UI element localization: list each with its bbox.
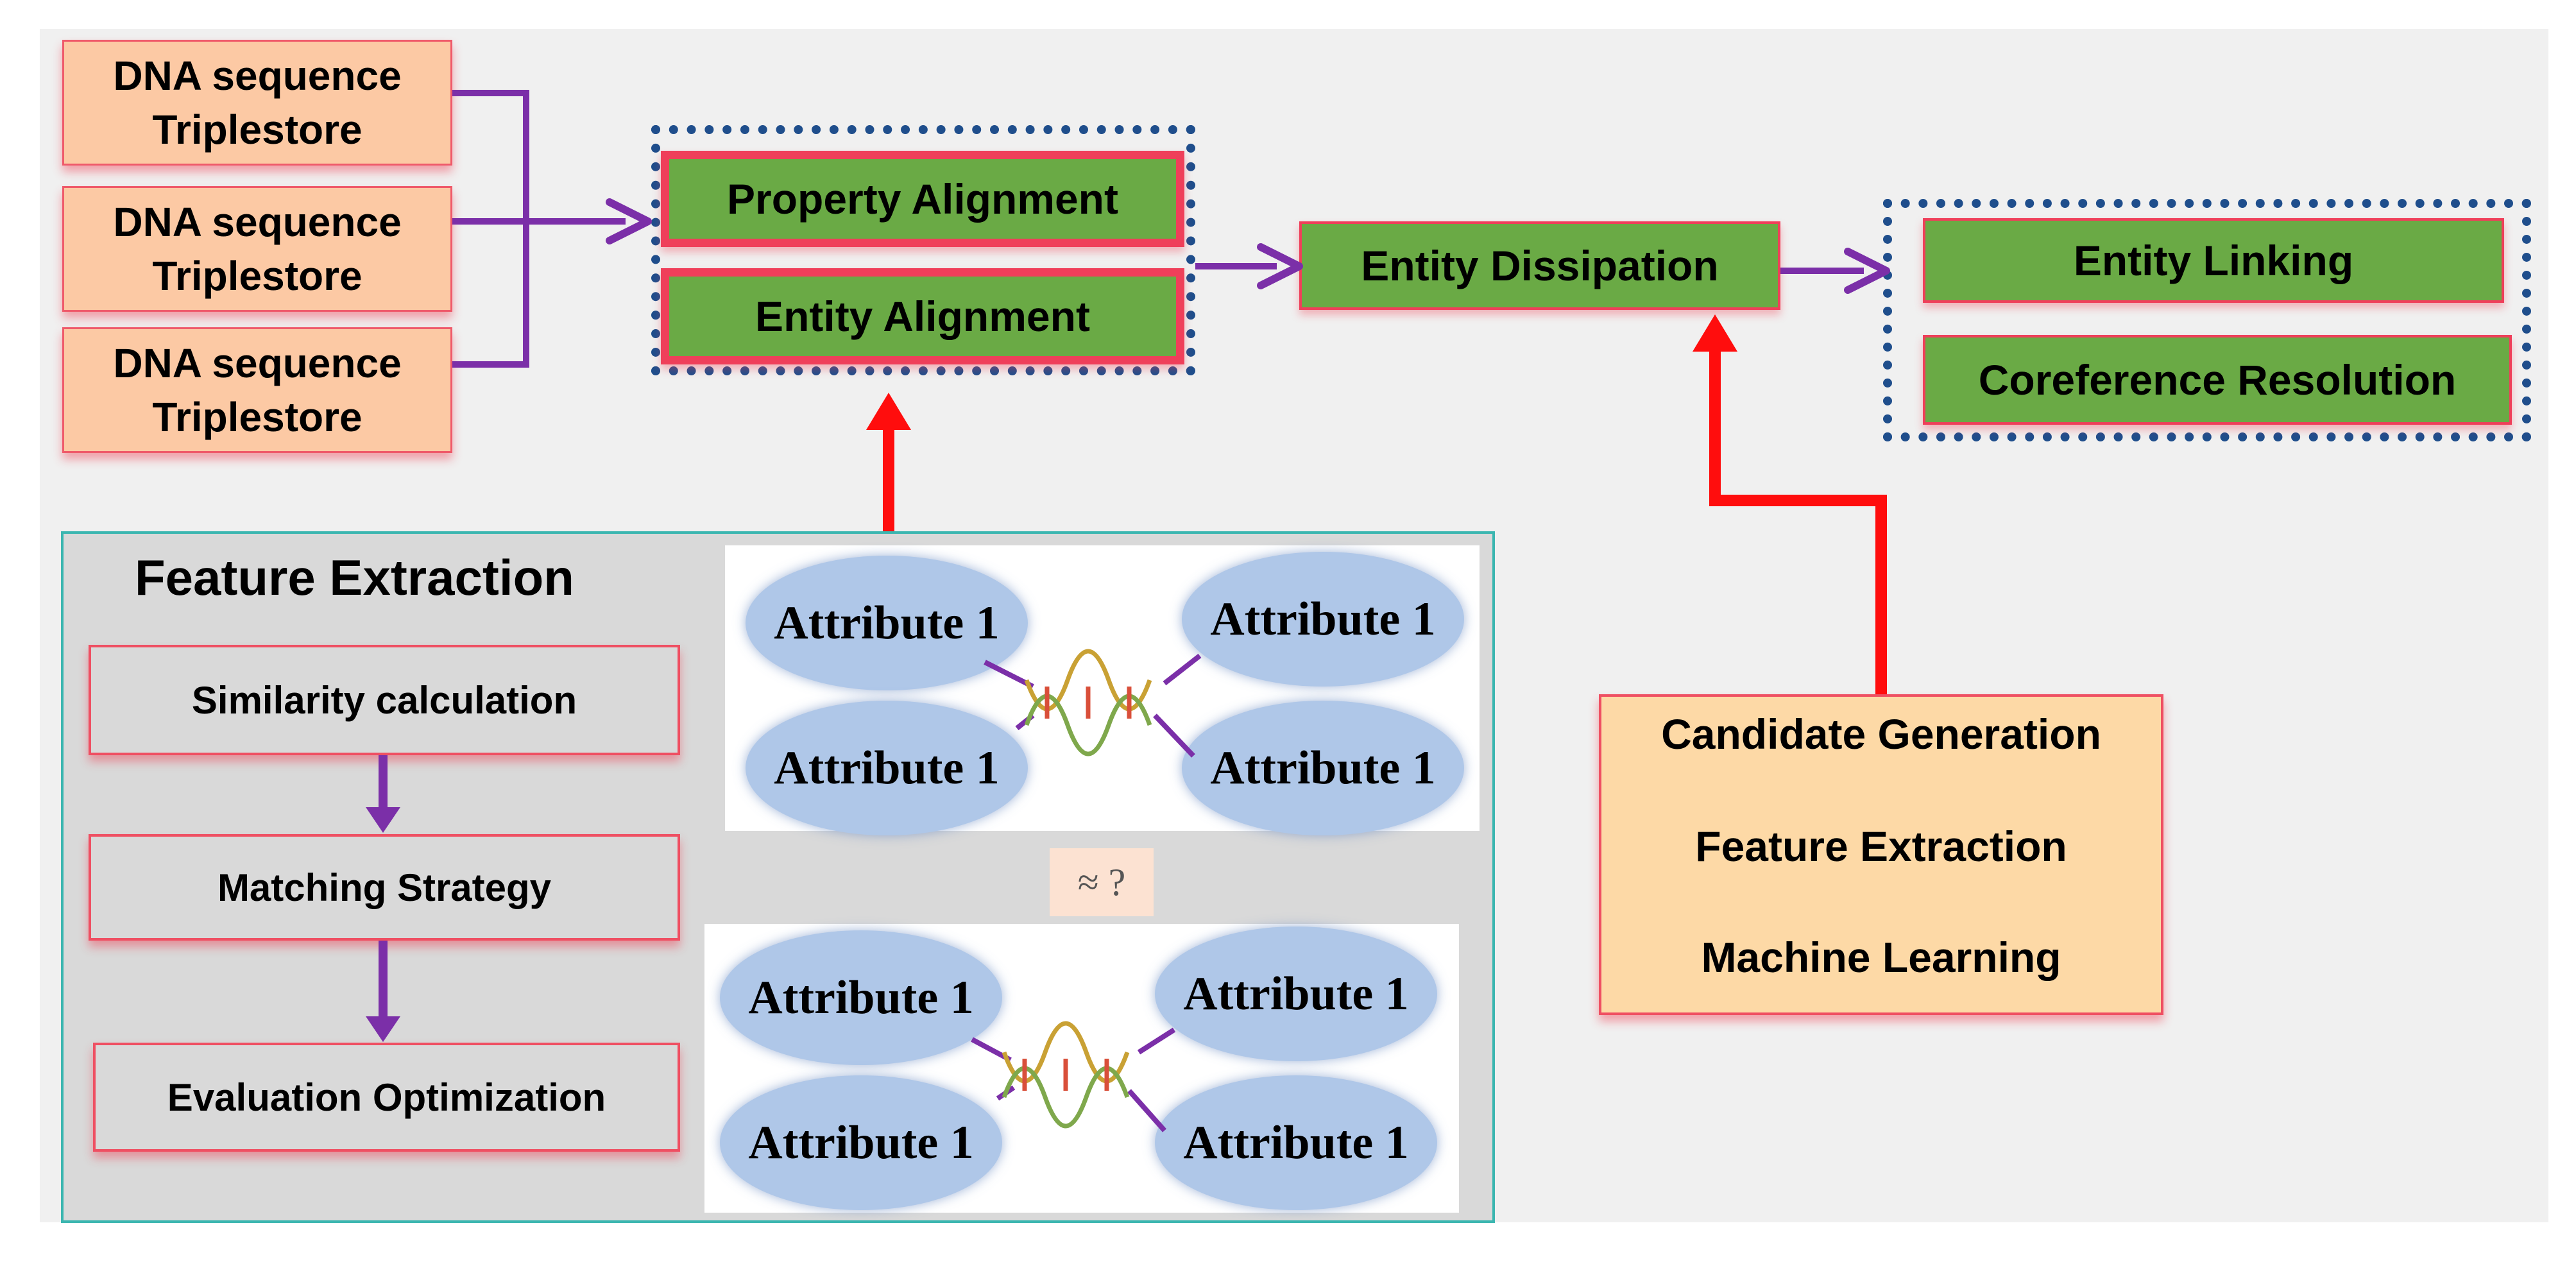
- source-bracket: [452, 90, 529, 368]
- step-similarity-calculation: Similarity calculation: [89, 645, 680, 755]
- entity-dissipation-label: Entity Dissipation: [1361, 242, 1719, 289]
- entity-alignment-label: Entity Alignment: [755, 293, 1090, 340]
- attribute-node-bottom-left-1: Attribute 1: [720, 930, 1002, 1065]
- step-arrow-2: [366, 941, 400, 1042]
- attribute-node-top-left-2: Attribute 1: [746, 701, 1028, 835]
- bottom-graph-links: [971, 1027, 1176, 1132]
- property-alignment-box: Property Alignment: [661, 151, 1184, 247]
- entity-linking-box: Entity Linking: [1923, 218, 2504, 303]
- feature-extraction-title: Feature Extraction: [135, 549, 574, 606]
- candidate-to-dissipation-arrow: [1693, 314, 1887, 694]
- coreference-resolution-box: Coreference Resolution: [1923, 335, 2512, 425]
- source-1-line1: DNA sequence: [113, 53, 402, 99]
- step-evaluation-optimization: Evaluation Optimization: [93, 1043, 680, 1152]
- coreference-resolution-label: Coreference Resolution: [1978, 356, 2457, 404]
- alignment-to-dissipation-arrow: [1195, 243, 1303, 289]
- property-alignment-label: Property Alignment: [727, 175, 1118, 223]
- candidate-line-1: Candidate Generation: [1661, 710, 2101, 758]
- attribute-node-top-right-2: Attribute 1: [1182, 701, 1464, 835]
- entity-alignment-box: Entity Alignment: [661, 268, 1184, 364]
- step-matching-label: Matching Strategy: [217, 866, 552, 909]
- attribute-node-bottom-right-2: Attribute 1: [1155, 1075, 1437, 1210]
- source-box-3: DNA sequence Triplestore: [62, 327, 452, 453]
- source-3-line1: DNA sequence: [113, 340, 402, 386]
- alignment-group: [651, 125, 1195, 375]
- feature-to-alignment-arrow: [866, 393, 911, 531]
- source-2-line2: Triplestore: [152, 253, 363, 299]
- output-group: [1883, 199, 2531, 441]
- entity-dissipation-box: Entity Dissipation: [1299, 221, 1780, 310]
- step-evaluation-label: Evaluation Optimization: [167, 1075, 606, 1119]
- source-box-2: DNA sequence Triplestore: [62, 186, 452, 312]
- attribute-node-bottom-left-2: Attribute 1: [720, 1075, 1002, 1210]
- dna-icon-top: [1024, 649, 1152, 756]
- attribute-node-top-left-1: Attribute 1: [746, 556, 1028, 690]
- attribute-node-top-right-1: Attribute 1: [1182, 552, 1464, 687]
- source-1-line2: Triplestore: [152, 107, 363, 153]
- candidate-line-2: Feature Extraction: [1695, 823, 2067, 870]
- candidate-line-3: Machine Learning: [1701, 934, 2061, 981]
- bracket-to-alignment-arrow: [526, 198, 652, 244]
- dna-icon-bottom: [1002, 1021, 1130, 1129]
- step-matching-strategy: Matching Strategy: [89, 834, 680, 941]
- source-2-line1: DNA sequence: [113, 199, 402, 245]
- attribute-node-bottom-right-1: Attribute 1: [1155, 927, 1437, 1061]
- entity-linking-label: Entity Linking: [2073, 237, 2354, 284]
- candidate-box: Candidate Generation Feature Extraction …: [1599, 694, 2163, 1015]
- dissipation-to-output-arrow: [1780, 248, 1890, 294]
- source-3-line2: Triplestore: [152, 394, 363, 440]
- step-arrow-1: [366, 755, 400, 833]
- step-similarity-label: Similarity calculation: [191, 678, 577, 722]
- source-box-1: DNA sequence Triplestore: [62, 40, 452, 166]
- top-graph-links: [984, 653, 1202, 758]
- similarity-question-label: ≈ ?: [1050, 848, 1154, 916]
